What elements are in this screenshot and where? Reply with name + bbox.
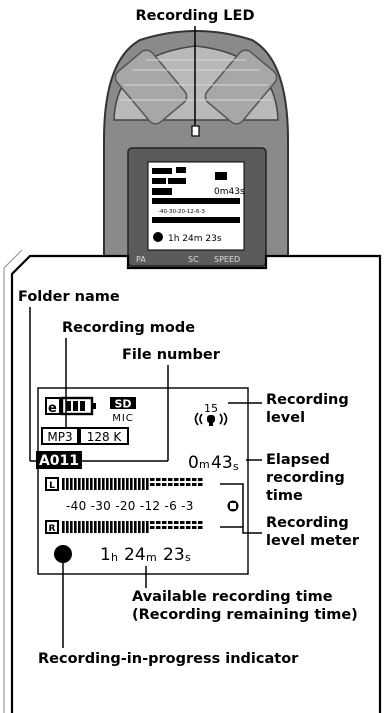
label-recording-level-1: Recording [266, 392, 349, 408]
remain-seconds-unit: s [185, 551, 191, 564]
label-recording-level-2: level [266, 410, 305, 426]
format-badge [41, 427, 79, 445]
format-text: MP3 [47, 430, 72, 444]
mic-grille [113, 45, 279, 125]
recording-led [191, 125, 200, 137]
remain-minutes: 24 [124, 545, 146, 565]
channel-left-badge [45, 477, 59, 491]
label-elapsed-2: recording [266, 470, 345, 486]
button-label-pa: PA [136, 255, 146, 264]
label-file-number: File number [122, 347, 221, 363]
svg-text:1h 24m 23s: 1h 24m 23s [168, 234, 222, 244]
svg-text:0m43s: 0m43s [214, 187, 245, 197]
elapsed-min-unit: m [199, 458, 210, 471]
mic-label: MIC [112, 413, 134, 424]
bitrate-badge [79, 427, 129, 445]
elapsed-min: 0 [188, 453, 199, 473]
level-value: 15 [204, 402, 218, 415]
label-available-2: (Recording remaining time) [132, 607, 358, 623]
button-label-speed: SPEED [214, 255, 240, 264]
media-label: SD [114, 398, 131, 411]
remain-seconds: 23 [163, 545, 185, 565]
svg-text:e: e [48, 401, 57, 416]
remain-hours: 1 [100, 545, 111, 565]
label-indicator: Recording-in-progress indicator [38, 651, 299, 667]
channel-left-label: L [49, 481, 55, 491]
label-available-1: Available recording time [132, 589, 333, 605]
label-meter-2: level meter [266, 533, 360, 549]
label-elapsed-3: time [266, 488, 303, 504]
peak-icon [227, 500, 239, 512]
file-id-badge [36, 451, 82, 469]
label-recording-led: Recording LED [136, 8, 255, 24]
device-mini-lcd: 0m43s -40-30-20-12-6-3 1h 24m 23s [147, 161, 245, 251]
remain-minutes-unit: m [146, 551, 157, 564]
recorder-device: 0m43s -40-30-20-12-6-3 1h 24m 23s PA SC … [103, 30, 289, 279]
meter-left [62, 478, 203, 490]
leader-meter [220, 483, 262, 534]
elapsed-time: 0 m 43 s [188, 453, 239, 473]
label-recording-mode: Recording mode [62, 320, 195, 336]
folder-e-icon [45, 397, 61, 415]
mic-level-icon [194, 412, 228, 426]
label-elapsed-1: Elapsed [266, 452, 330, 468]
lcd-status-row: e SD MIC [45, 396, 136, 424]
meter-right [62, 521, 203, 533]
remain-hours-unit: h [111, 551, 118, 564]
channel-right-badge [45, 520, 59, 534]
channel-right-label: R [49, 524, 56, 534]
bitrate-text: 128 K [87, 430, 123, 444]
meter-scale: -40 -30 -20 -12 -6 -3 [66, 499, 194, 513]
battery-icon [60, 396, 96, 416]
file-id: A011 [39, 453, 79, 469]
elapsed-sec-unit: s [233, 460, 239, 473]
label-meter-1: Recording [266, 515, 349, 531]
remaining-time: 1 h 24 m 23 s [100, 545, 191, 565]
button-label-sc: SC [188, 255, 199, 264]
elapsed-sec: 43 [211, 453, 233, 473]
sd-badge [110, 397, 136, 409]
label-folder-name: Folder name [18, 289, 120, 305]
recording-indicator [54, 545, 72, 563]
svg-text:-40-30-20-12-6-3: -40-30-20-12-6-3 [158, 209, 205, 215]
frame-shadow [3, 249, 23, 713]
